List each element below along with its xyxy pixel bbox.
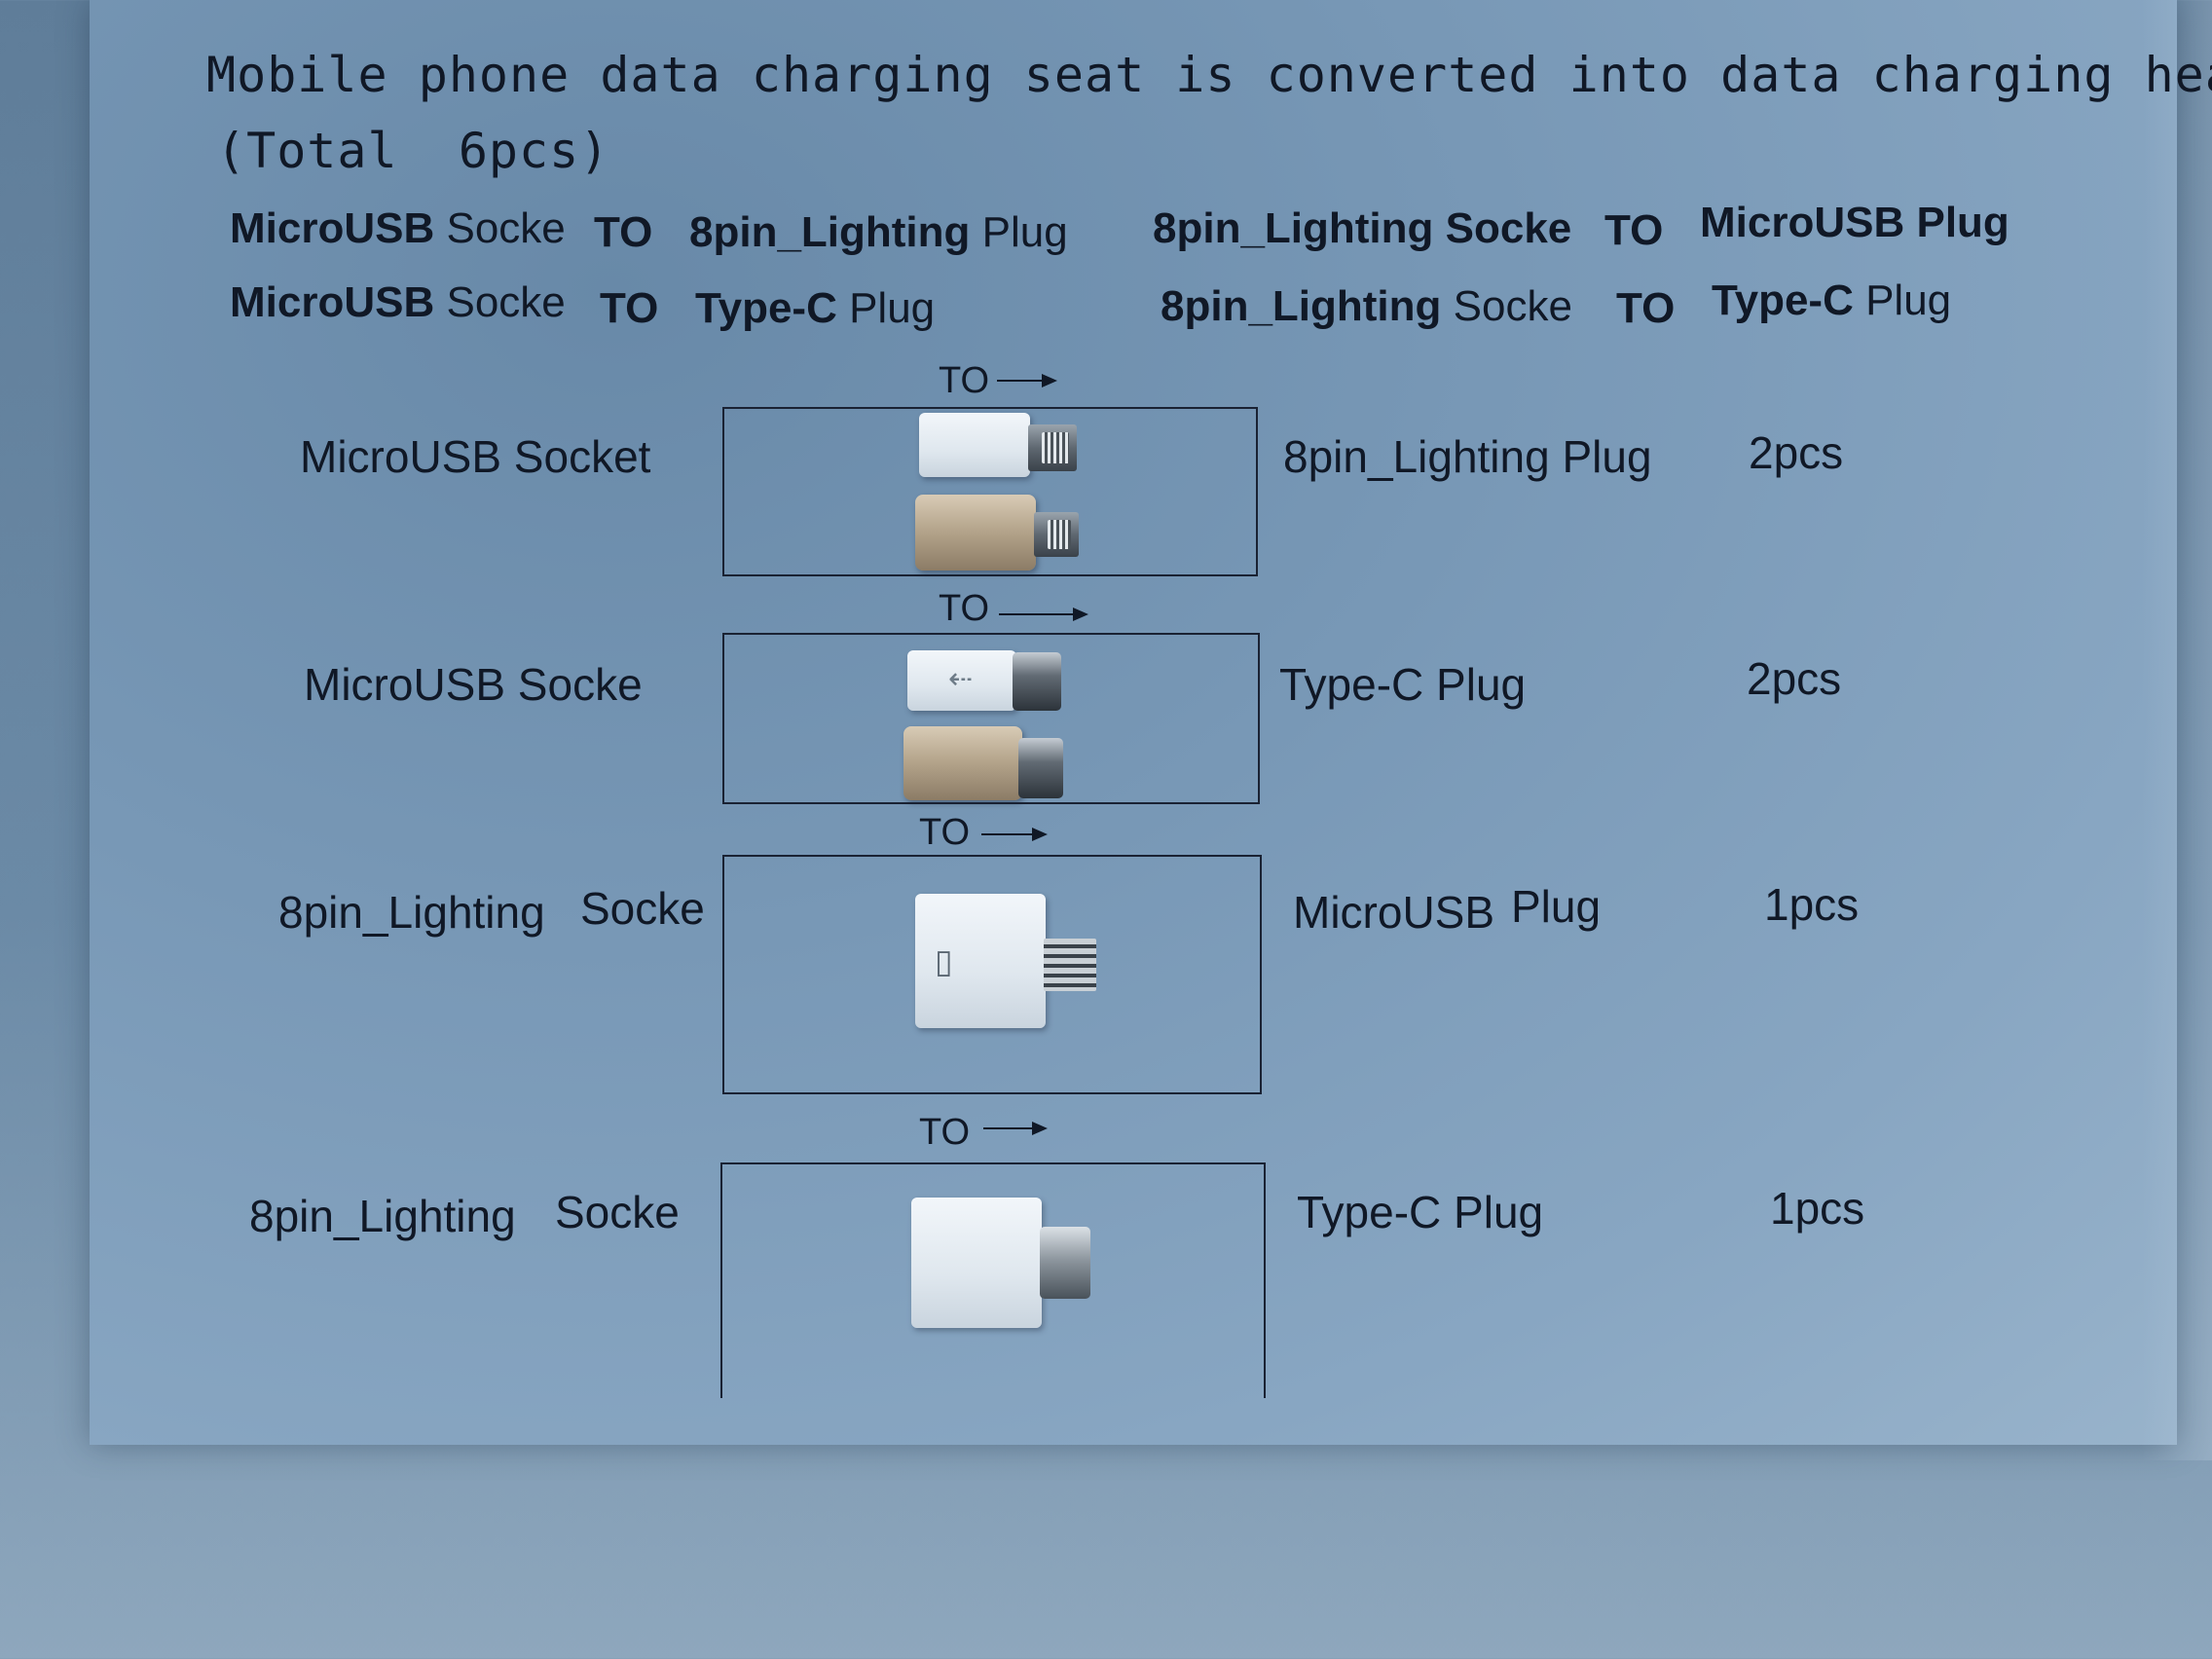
summary-4-target: Type-C Plug xyxy=(1712,276,1952,324)
summary-1-source: MicroUSB Socke xyxy=(230,204,566,252)
summary-2-to: TO xyxy=(1604,206,1664,254)
item-3-to-label: TO xyxy=(919,812,971,853)
item-3-arrow xyxy=(981,828,1048,841)
item-4-source-b: Socke xyxy=(555,1187,680,1237)
item-4-quantity: 1pcs xyxy=(1770,1183,1865,1234)
summary-3-to: TO xyxy=(600,284,659,332)
paper-edge xyxy=(2142,0,2212,1460)
item-2-to-label: TO xyxy=(939,588,990,629)
item-1-photo-frame xyxy=(722,407,1258,576)
summary-2-target: MicroUSB Plug xyxy=(1700,199,2009,246)
item-4-photo-frame xyxy=(720,1162,1266,1398)
item-3-quantity: 1pcs xyxy=(1764,879,1860,930)
item-1-target: 8pin_Lighting Plug xyxy=(1283,431,1652,482)
item-1-to-label: TO xyxy=(939,360,990,401)
item-2-source: MicroUSB Socke xyxy=(304,659,643,710)
item-4-source-a: 8pin_Lighting xyxy=(249,1191,516,1241)
title-line-1: Mobile phone data charging seat is conve… xyxy=(206,47,2212,103)
paper-sheet xyxy=(90,0,2177,1445)
lightning-port-icon: ▯ xyxy=(935,942,953,981)
item-2-photo-frame xyxy=(722,633,1260,804)
summary-4-to: TO xyxy=(1616,284,1676,332)
item-1-quantity: 2pcs xyxy=(1749,427,1844,478)
item-3-source-b: Socke xyxy=(580,883,705,934)
summary-2-source: 8pin_Lighting Socke xyxy=(1153,204,1572,252)
item-2-quantity: 2pcs xyxy=(1747,653,1842,704)
title-line-2: (Total 6pcs) xyxy=(216,123,610,179)
item-3-target-a: MicroUSB xyxy=(1293,887,1495,938)
summary-3-source: MicroUSB Socke xyxy=(230,278,566,326)
summary-1-to: TO xyxy=(594,208,653,256)
item-1-arrow xyxy=(997,374,1057,387)
item-4-to-label: TO xyxy=(919,1112,971,1153)
usb-icon: ⇠ xyxy=(948,662,974,696)
item-1-source: MicroUSB Socket xyxy=(300,431,651,482)
summary-4-source: 8pin_Lighting Socke xyxy=(1161,282,1572,330)
item-3-photo-frame xyxy=(722,855,1262,1094)
item-2-arrow xyxy=(999,608,1088,621)
item-2-target: Type-C Plug xyxy=(1279,659,1527,710)
summary-1-target: 8pin_Lighting Plug xyxy=(689,208,1068,256)
item-3-source-a: 8pin_Lighting xyxy=(278,887,545,938)
item-4-target: Type-C Plug xyxy=(1297,1187,1544,1237)
item-3-target-b: Plug xyxy=(1511,881,1602,932)
summary-3-target: Type-C Plug xyxy=(695,284,936,332)
item-4-arrow xyxy=(983,1122,1048,1135)
